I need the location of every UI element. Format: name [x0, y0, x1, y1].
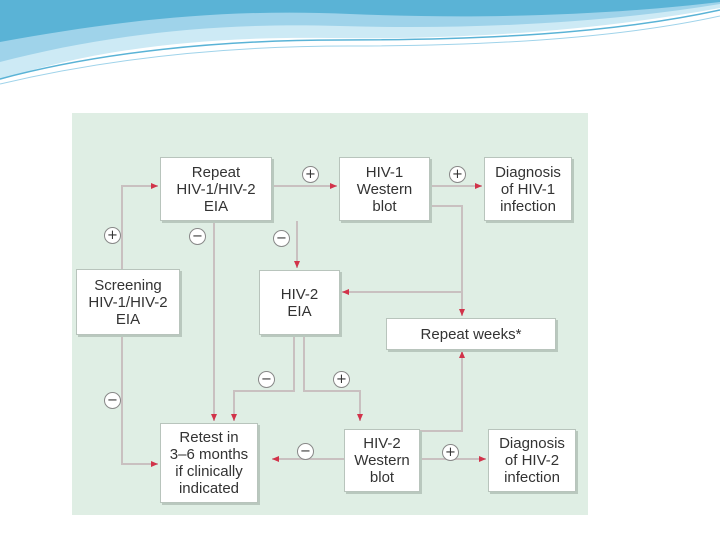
- diagnosis-hiv1-box: Diagnosis of HIV-1 infection: [484, 157, 572, 221]
- arrow-wb-right-to-hiv2eia: [342, 205, 463, 295]
- hiv2-western-blot-box: HIV-2 Western blot: [344, 429, 420, 492]
- retest-box: Retest in 3–6 months if clinically indic…: [160, 423, 258, 503]
- plus-sign: +: [442, 444, 459, 461]
- header-wave-decoration: [0, 0, 720, 85]
- repeat-eia-box: Repeat HIV-1/HIV-2 EIA: [160, 157, 272, 221]
- hiv-testing-flowchart: Screening HIV-1/HIV-2 EIA Repeat HIV-1/H…: [72, 113, 588, 515]
- hiv2-eia-box: HIV-2 EIA: [259, 270, 340, 335]
- repeat-weeks-box: Repeat weeks*: [386, 318, 556, 350]
- connector-lines: [121, 183, 486, 467]
- minus-sign: −: [297, 443, 314, 460]
- arrow-screening-to-repeat: [121, 183, 158, 269]
- plus-sign: +: [104, 227, 121, 244]
- hiv1-western-blot-box: HIV-1 Western blot: [339, 157, 430, 221]
- plus-sign: +: [302, 166, 319, 183]
- minus-sign: −: [104, 392, 121, 409]
- arrow-screening-to-retest: [121, 335, 158, 467]
- plus-sign: +: [449, 166, 466, 183]
- minus-sign: −: [258, 371, 275, 388]
- minus-sign: −: [273, 230, 290, 247]
- diagnosis-hiv2-box: Diagnosis of HIV-2 infection: [488, 429, 576, 492]
- minus-sign: −: [189, 228, 206, 245]
- screening-eia-box: Screening HIV-1/HIV-2 EIA: [76, 269, 180, 335]
- arrow-wb2-to-repeat-weeks: [420, 351, 465, 432]
- plus-sign: +: [333, 371, 350, 388]
